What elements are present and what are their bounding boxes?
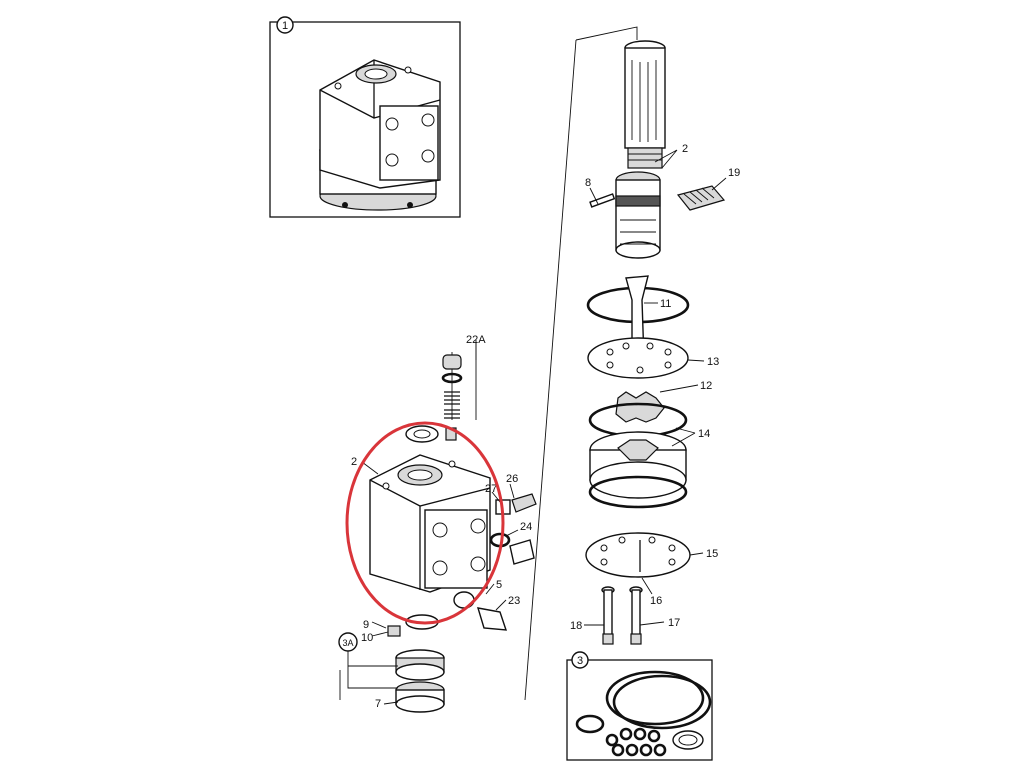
callout-8: 8 [585,177,591,189]
callout-1-label: 1 [282,20,288,32]
callout-22a: 22A [466,334,486,346]
plate-13 [587,337,689,379]
leader-lines [347,149,727,705]
callout-9: 9 [363,619,369,631]
spool-sleeve-assembly [589,40,666,259]
callout-12: 12 [700,380,712,392]
callout-14: 14 [698,428,710,440]
callout-3-badge: 3 [571,651,589,669]
callout-13: 13 [707,356,719,368]
callout-24: 24 [520,521,532,533]
callout-16: 16 [650,595,662,607]
end-cover-15 [585,532,691,578]
callout-27: 27 [485,483,497,495]
callout-7: 7 [375,698,381,710]
rotor-gear-12 [615,391,665,423]
port-fittings [453,493,537,631]
highlight-circle [345,421,505,625]
relief-valve-22a [441,354,463,419]
callout-labels: 2 8 19 11 13 12 14 15 16 17 18 22A 2 27 … [338,143,740,710]
pin-part-8 [589,193,616,208]
callout-2-spool: 2 [682,143,688,155]
callout-3a-badge: 3A [338,632,358,652]
callout-19: 19 [728,167,740,179]
callout-2-housing: 2 [351,456,357,468]
lower-seal-stack [387,614,445,713]
callout-26: 26 [506,473,518,485]
callout-3a: 3A [342,638,353,648]
callout-5: 5 [496,579,502,591]
callout-15: 15 [706,548,718,560]
callout-18: 18 [570,620,582,632]
callout-11: 11 [660,298,671,310]
assembled-unit-drawing [319,59,441,211]
bolts-17-18 [601,586,643,645]
callout-10: 10 [361,632,373,644]
callout-3-label: 3 [577,655,583,667]
inset-box-seal-kit: 3 [566,651,713,761]
inset-box-assembled-unit: 1 [269,16,461,218]
callout-17: 17 [668,617,680,629]
centering-springs [676,185,726,211]
main-housing-2 [369,425,491,593]
callout-23: 23 [508,595,520,607]
gearset-14 [588,402,688,509]
callout-1-badge: 1 [276,16,294,34]
